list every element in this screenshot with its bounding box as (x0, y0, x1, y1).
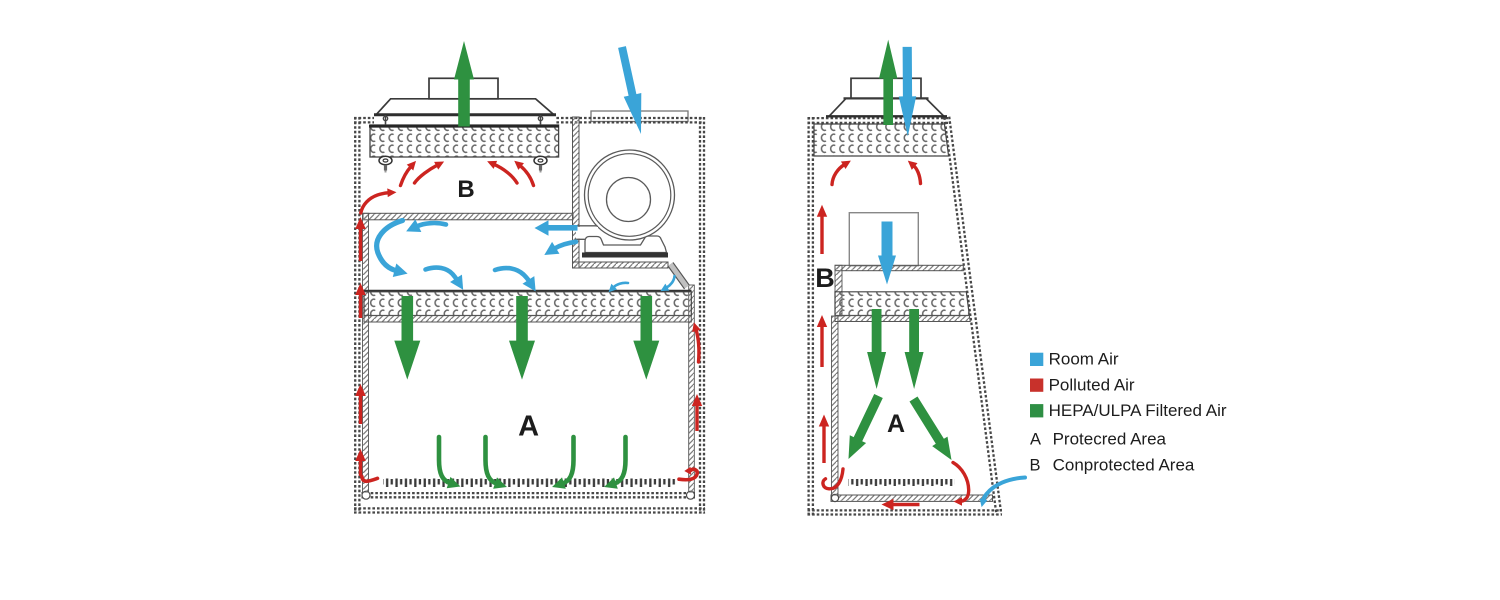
svg-text:B: B (1030, 457, 1041, 475)
svg-text:Room Air: Room Air (1049, 350, 1119, 369)
svg-text:Polluted Air: Polluted Air (1049, 376, 1135, 395)
svg-text:A: A (518, 411, 539, 443)
svg-text:A: A (1030, 431, 1041, 449)
svg-text:A: A (887, 410, 905, 438)
svg-text:HEPA/ULPA Filtered Air: HEPA/ULPA Filtered Air (1049, 401, 1227, 420)
svg-text:Protecred Area: Protecred Area (1053, 430, 1167, 449)
svg-text:B: B (815, 263, 835, 293)
svg-text:B: B (457, 176, 474, 203)
svg-text:Conprotected Area: Conprotected Area (1053, 456, 1195, 475)
